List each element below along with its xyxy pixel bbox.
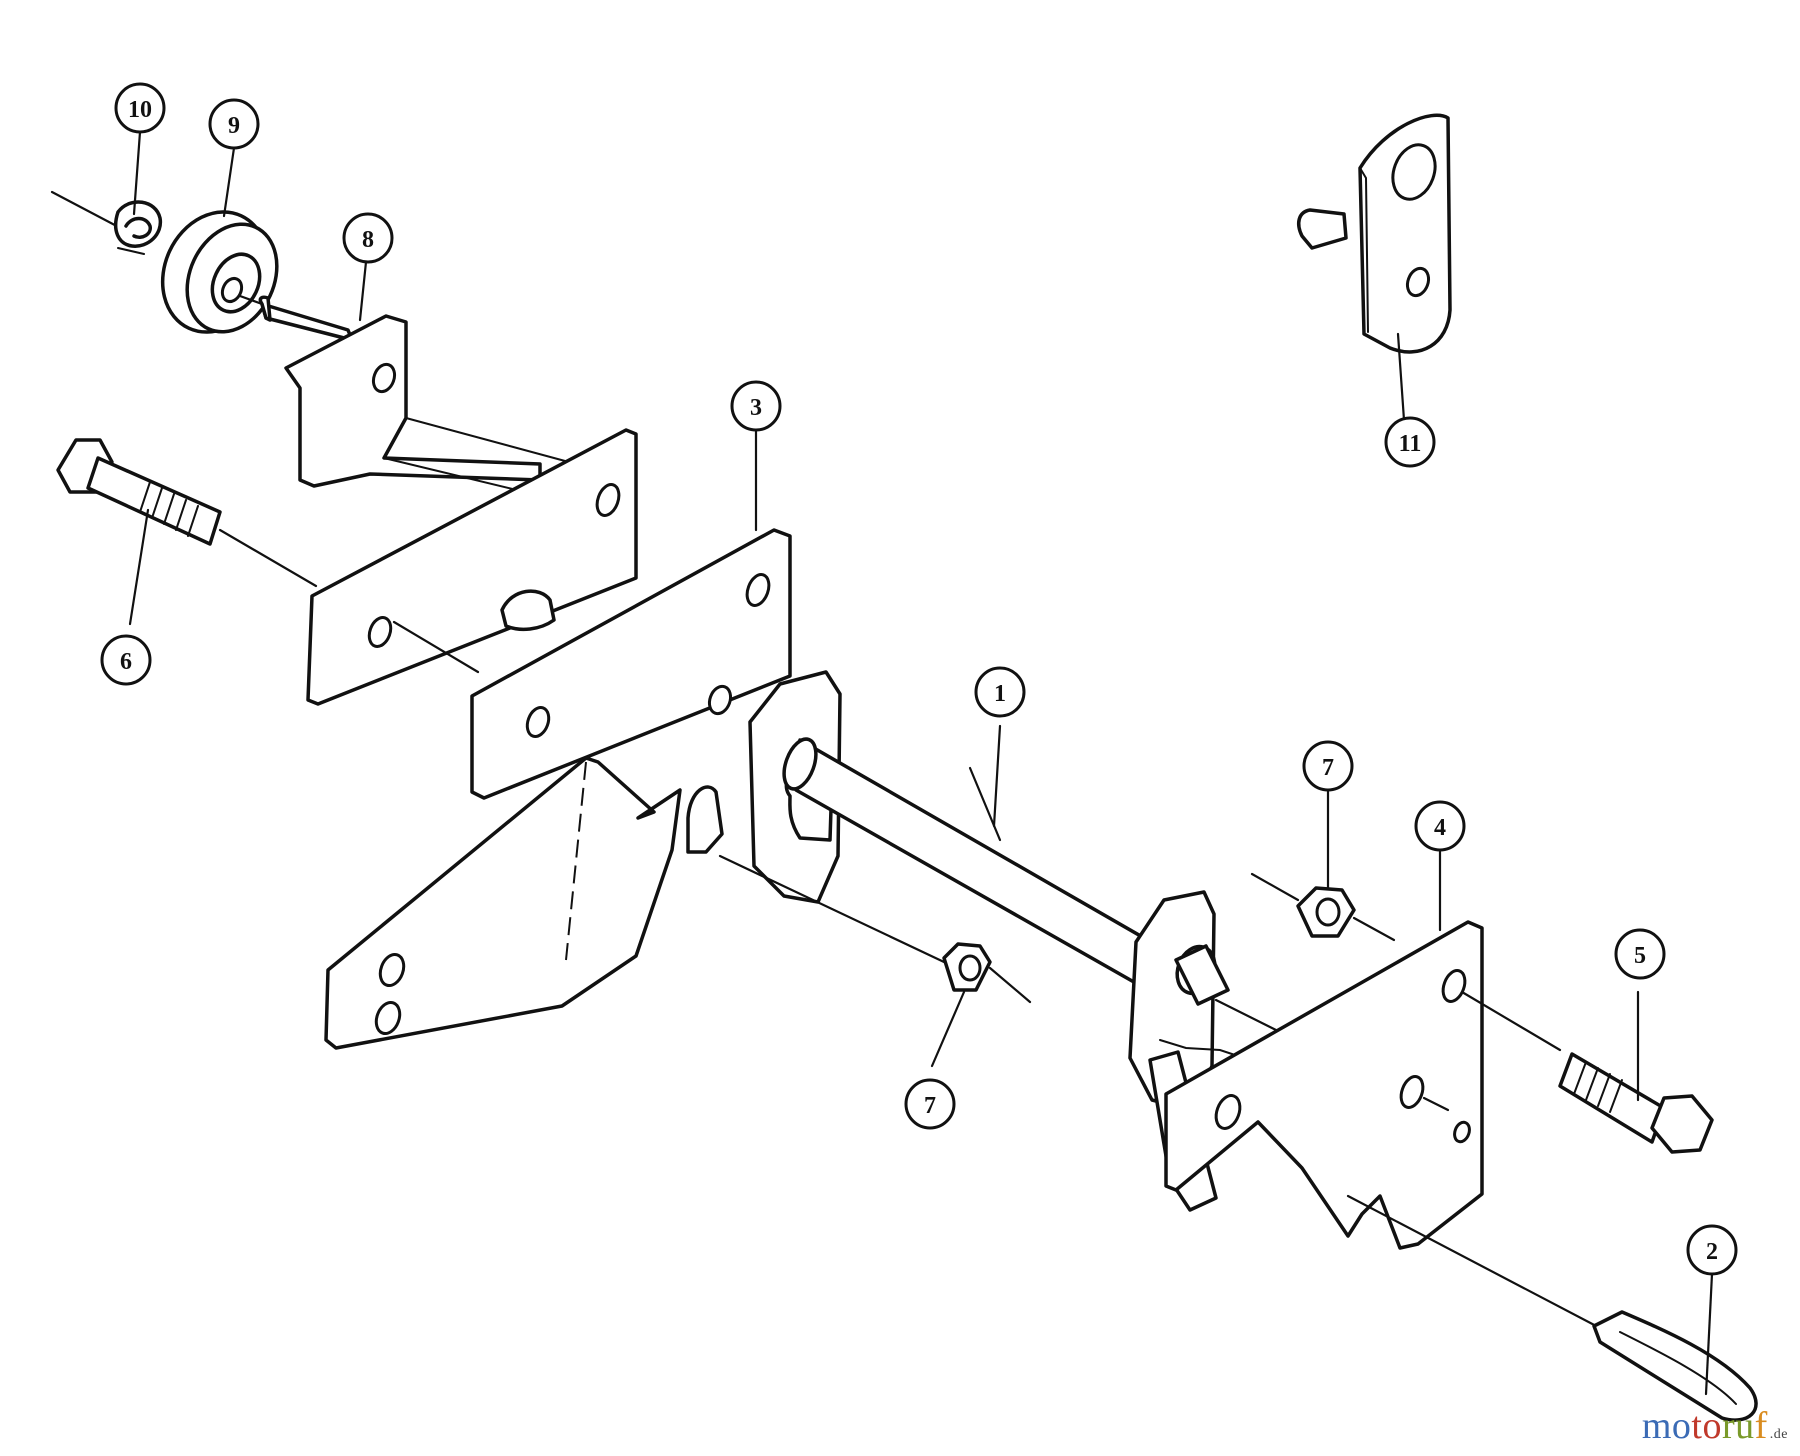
- svg-text:11: 11: [1399, 431, 1422, 457]
- svg-text:10: 10: [128, 97, 152, 123]
- callout-7-upper: 7: [1302, 740, 1354, 792]
- part-3-mounting-plate: [392, 528, 792, 800]
- watermark-part-3: ru: [1721, 1405, 1755, 1447]
- part-6-hex-bolt: [56, 438, 318, 588]
- leader-lines: [128, 130, 1714, 1396]
- watermark-part-1: mo: [1641, 1405, 1692, 1447]
- svg-text:7: 7: [1322, 755, 1334, 781]
- svg-text:4: 4: [1434, 815, 1446, 841]
- watermark-part-2: to: [1691, 1405, 1722, 1447]
- part-10-retaining-clip: [50, 190, 163, 255]
- part-11-lever-arm: [1296, 113, 1452, 354]
- part-1-pivot-shaft: [748, 670, 1298, 1212]
- watermark-suffix: .de: [1769, 1427, 1788, 1442]
- part-5-hex-bolt: [1460, 990, 1714, 1154]
- svg-text:5: 5: [1634, 943, 1646, 969]
- callout-1: 1: [974, 666, 1026, 718]
- watermark-logo: motoruf.de: [1642, 1404, 1788, 1448]
- callout-9: 9: [208, 98, 260, 150]
- svg-text:6: 6: [120, 649, 132, 675]
- svg-text:9: 9: [228, 113, 240, 139]
- svg-text:1: 1: [994, 681, 1006, 707]
- callout-3: 3: [730, 380, 782, 432]
- watermark-part-4: f: [1754, 1405, 1768, 1447]
- part-9-roller-wheel: [160, 210, 279, 334]
- part-7-hex-nut-lower: [718, 854, 1032, 1004]
- part-7-hex-nut-upper: [1250, 872, 1396, 942]
- svg-text:3: 3: [750, 395, 762, 421]
- callout-8: 8: [342, 212, 394, 264]
- callout-11: 11: [1384, 416, 1436, 468]
- callout-6: 6: [100, 634, 152, 686]
- part-2-hairpin-clip: [1346, 1194, 1758, 1422]
- callout-2: 2: [1686, 1224, 1738, 1276]
- callout-10: 10: [114, 82, 166, 134]
- callout-4: 4: [1414, 800, 1466, 852]
- part-8-roller-bracket: [258, 295, 638, 706]
- part-lower-bracket: [324, 756, 724, 1050]
- svg-text:8: 8: [362, 227, 374, 253]
- callout-5: 5: [1614, 928, 1666, 980]
- part-4-side-plate: [1164, 920, 1484, 1250]
- callout-7-lower: 7: [904, 1078, 956, 1130]
- svg-text:2: 2: [1706, 1239, 1718, 1265]
- svg-text:7: 7: [924, 1093, 936, 1119]
